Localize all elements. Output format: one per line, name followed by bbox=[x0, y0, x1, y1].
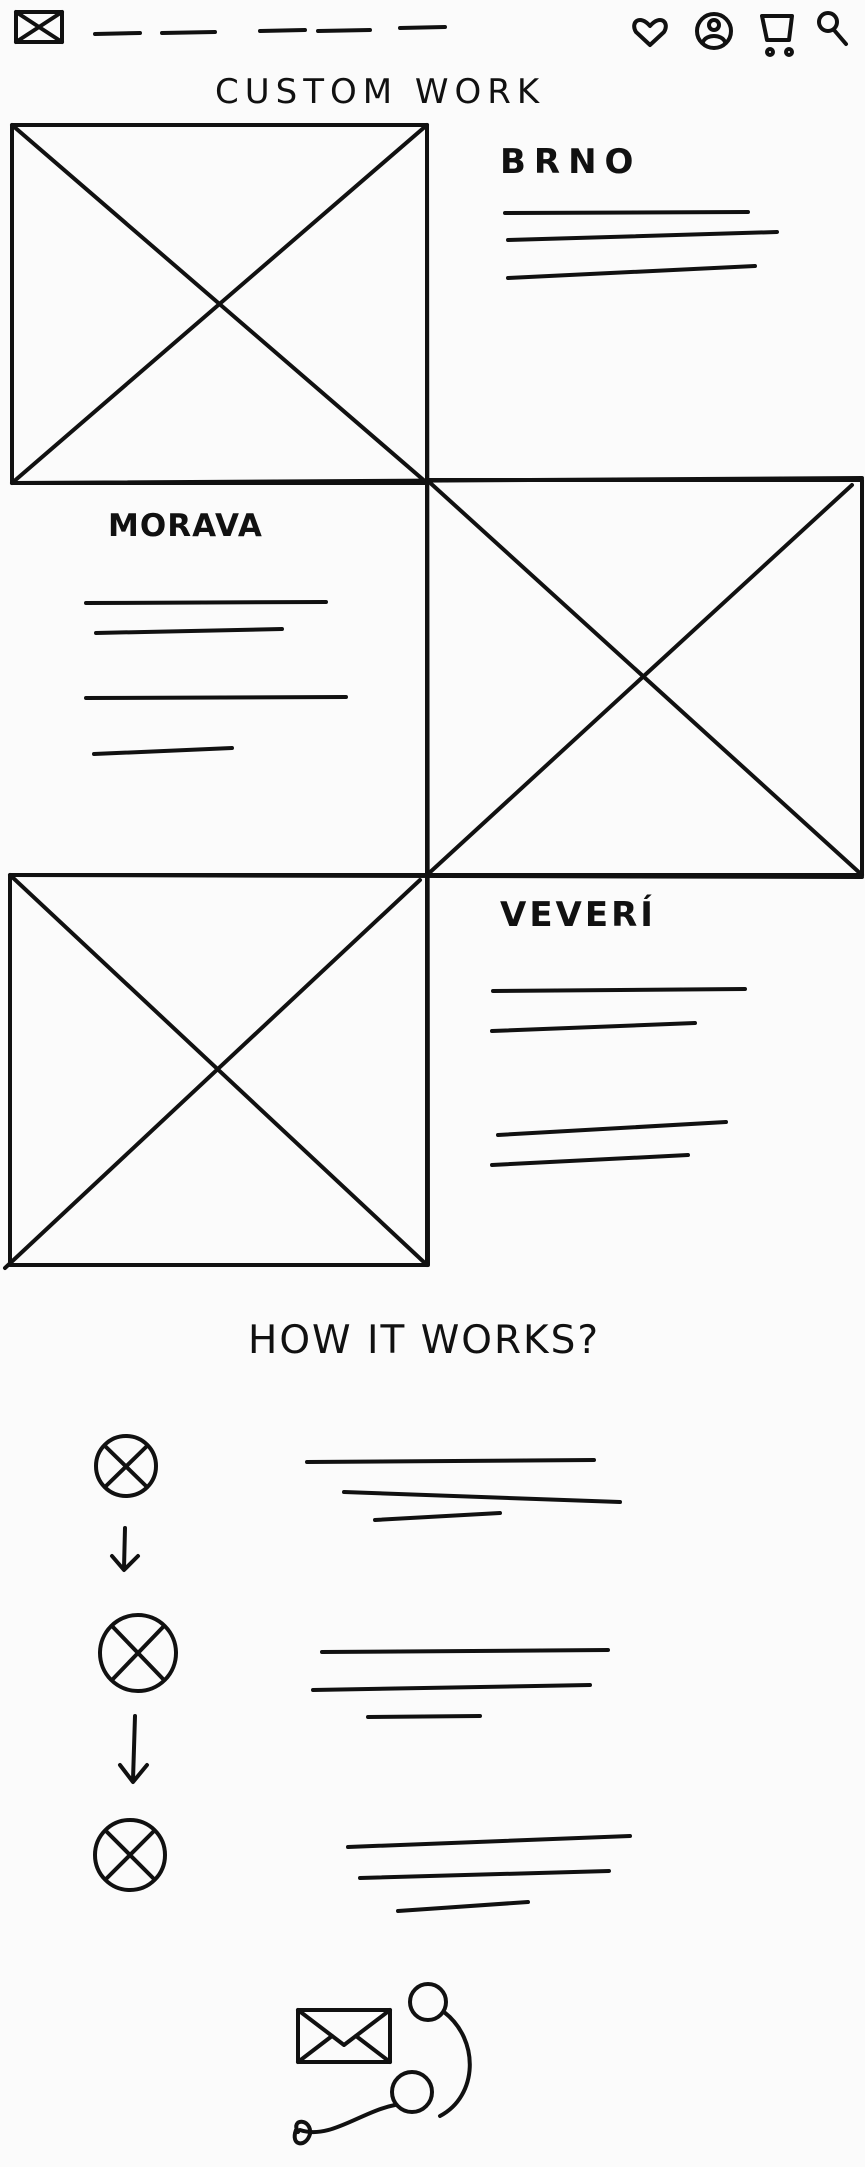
step-2-description bbox=[311, 1648, 610, 1719]
morava-description bbox=[84, 600, 348, 756]
custom-work-grid bbox=[3, 123, 864, 1270]
search-icon[interactable] bbox=[817, 11, 848, 46]
step-3-description bbox=[346, 1834, 632, 1913]
nav-item-4[interactable] bbox=[316, 28, 372, 33]
heart-icon[interactable] bbox=[632, 18, 668, 47]
user-icon[interactable] bbox=[695, 12, 733, 50]
image-placeholder-cross bbox=[3, 873, 429, 1270]
custom-work-card-brno[interactable] bbox=[12, 125, 427, 483]
envelope-icon[interactable] bbox=[296, 2008, 392, 2064]
main-nav bbox=[93, 25, 447, 36]
step-1-icon bbox=[94, 1434, 158, 1498]
image-placeholder-cross bbox=[425, 478, 864, 877]
custom-work-card-morava[interactable] bbox=[427, 480, 862, 875]
region-title-morava: MORAVA bbox=[108, 508, 263, 544]
step-2-icon bbox=[98, 1613, 178, 1693]
nav-item-1[interactable] bbox=[93, 31, 142, 36]
site-header bbox=[0, 0, 865, 60]
veveri-description bbox=[490, 987, 747, 1167]
custom-work-card-veveri[interactable] bbox=[10, 875, 427, 1265]
how-it-works-title: HOW IT WORKS? bbox=[248, 1318, 601, 1363]
image-placeholder-veveri bbox=[8, 873, 429, 1267]
step-1-description bbox=[305, 1458, 622, 1522]
nav-item-5[interactable] bbox=[398, 25, 447, 30]
nav-item-2[interactable] bbox=[160, 30, 217, 35]
logo-icon[interactable] bbox=[14, 10, 64, 44]
region-title-brno: BRNO bbox=[500, 142, 642, 182]
custom-work-title: CUSTOM WORK bbox=[215, 72, 546, 112]
step-3-icon bbox=[93, 1818, 167, 1892]
region-title-veveri: VEVERÍ bbox=[500, 895, 656, 935]
how-it-works-steps bbox=[93, 1434, 632, 1913]
brno-description bbox=[503, 210, 779, 280]
image-placeholder-cross bbox=[10, 123, 429, 485]
cart-icon[interactable] bbox=[760, 14, 794, 57]
phone-icon[interactable] bbox=[292, 1982, 472, 2146]
nav-item-3[interactable] bbox=[258, 28, 307, 33]
step-arrow-icon bbox=[118, 1714, 149, 1784]
step-arrow-icon bbox=[110, 1526, 140, 1572]
